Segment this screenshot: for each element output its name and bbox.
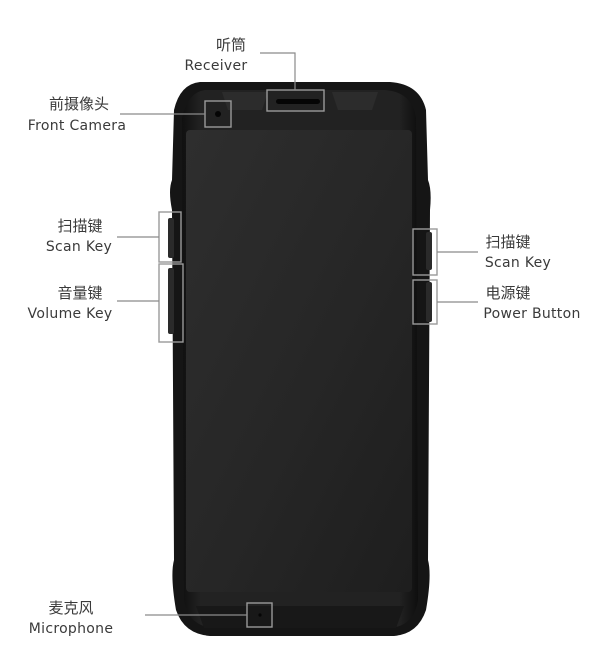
volume-key-label-en: Volume Key — [28, 306, 113, 322]
callouts — [117, 52, 478, 628]
bottom-bevel — [196, 606, 404, 628]
scan-key-left-label-cn: 扫描键 — [57, 217, 102, 235]
scan-key-left-button — [168, 218, 174, 258]
scan-key-right-button — [426, 232, 432, 270]
phone-body — [168, 82, 432, 636]
volume-key-callout-box — [158, 263, 184, 343]
microphone-label-cn: 麦克风 — [48, 599, 93, 617]
receiver-callout-line — [260, 52, 296, 90]
front-camera-label-cn: 前摄像头 — [49, 95, 109, 113]
front-camera-label-en: Front Camera — [28, 118, 126, 134]
labels: 听筒 Receiver 前摄像头 Front Camera 扫描键 Scan K… — [28, 36, 581, 637]
receiver-label-cn: 听筒 — [216, 36, 246, 54]
scan-key-right-label-cn: 扫描键 — [485, 233, 530, 251]
power-button — [426, 282, 432, 322]
scan-key-right-label-en: Scan Key — [485, 255, 551, 271]
volume-key-label-cn: 音量键 — [57, 284, 102, 302]
microphone-hole — [258, 613, 262, 617]
power-button-label-en: Power Button — [483, 306, 580, 322]
scan-key-left-label-en: Scan Key — [46, 239, 112, 255]
volume-key-button — [168, 268, 174, 334]
power-button-label-cn: 电源键 — [485, 284, 530, 302]
top-bevel — [222, 92, 268, 110]
front-camera-lens — [215, 111, 221, 117]
receiver-label-en: Receiver — [185, 58, 248, 74]
receiver-grill — [276, 99, 320, 104]
screen — [186, 130, 412, 592]
microphone-label-en: Microphone — [29, 621, 114, 637]
top-bevel-right — [332, 92, 378, 110]
